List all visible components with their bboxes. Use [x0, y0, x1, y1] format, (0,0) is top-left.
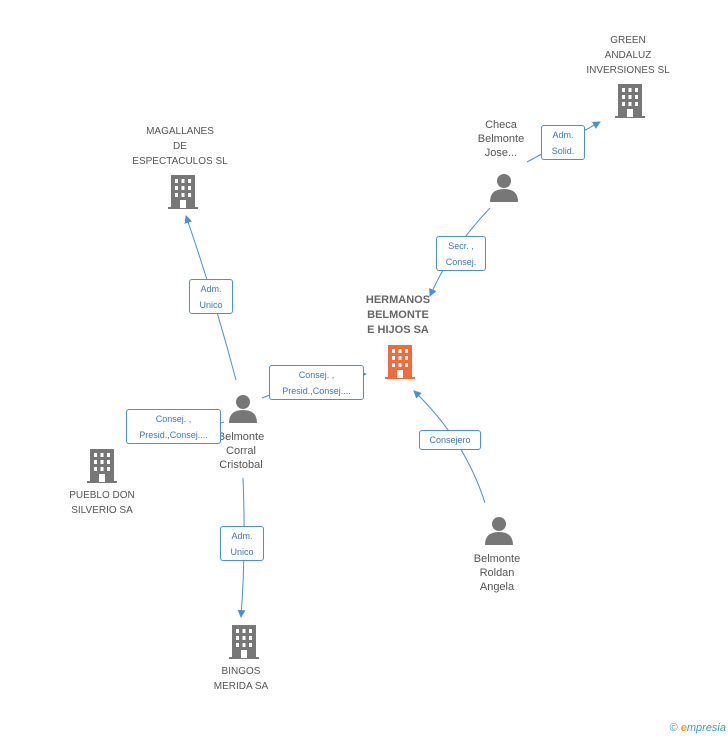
copyright-symbol: © [669, 722, 678, 734]
building-icon[interactable] [614, 84, 646, 118]
building-icon[interactable] [86, 449, 118, 483]
node-label-checa: Checa Belmonte Jose... [477, 119, 525, 159]
node-label-green: GREEN ANDALUZ INVERSIONES SL [586, 35, 670, 76]
role-box-angela-hermanos[interactable]: Consejero [419, 430, 481, 450]
empresia-logo-text: mpresia [686, 722, 726, 734]
building-icon[interactable] [228, 625, 260, 659]
node-label-bingos: BINGOS MERIDA SA [213, 666, 269, 692]
node-label-cristobal: Belmonte Corral Cristobal [217, 431, 265, 471]
role-box-cristobal-pueblo[interactable]: Consej. , Presid.,Consej.... [126, 409, 221, 444]
node-label-hermanos: HERMANOS BELMONTE E HIJOS SA [365, 294, 431, 336]
node-label-angela: Belmonte Roldan Angela [473, 553, 521, 593]
role-box-cristobal-magallanes[interactable]: Adm. Unico [189, 279, 233, 314]
role-box-cristobal-bingos[interactable]: Adm. Unico [220, 526, 264, 561]
person-icon[interactable] [484, 515, 514, 545]
person-icon[interactable] [228, 393, 258, 423]
building-icon[interactable] [167, 175, 199, 209]
role-box-checa-hermanos[interactable]: Secr. , Consej. [436, 236, 486, 271]
empresia-logo-e: e [680, 722, 687, 734]
role-box-checa-green[interactable]: Adm. Solid. [541, 125, 585, 160]
footer-brand: © empresia [670, 722, 726, 734]
person-icon[interactable] [489, 172, 519, 202]
building-icon[interactable] [384, 345, 416, 379]
node-label-magallanes: MAGALLANES DE ESPECTACULOS SL [132, 126, 228, 167]
node-label-pueblo: PUEBLO DON SILVERIO SA [69, 490, 135, 516]
role-box-cristobal-hermanos[interactable]: Consej. , Presid.,Consej.... [269, 365, 364, 400]
